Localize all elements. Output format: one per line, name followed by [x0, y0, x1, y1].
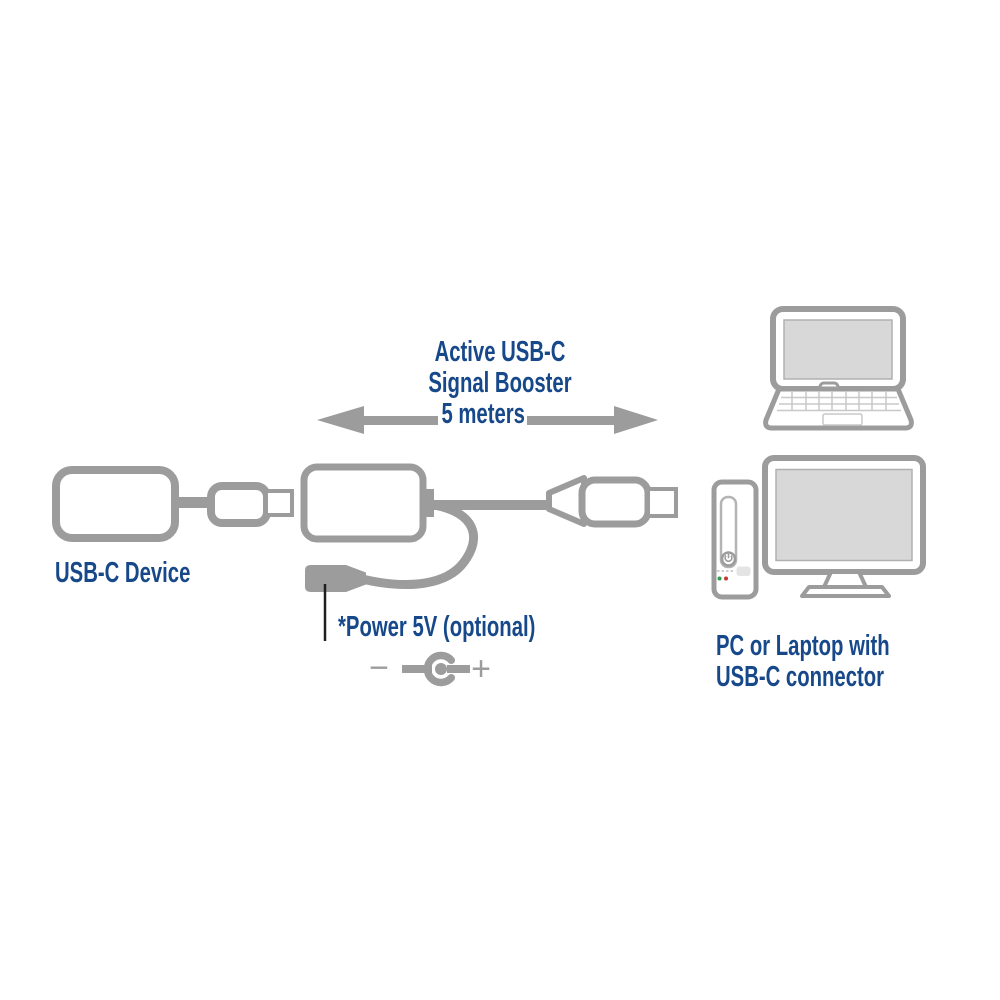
pc-label-line1: PC or Laptop with	[716, 630, 890, 662]
booster-label-line3: 5 meters	[441, 398, 525, 430]
led-green-icon	[717, 576, 722, 581]
signal-booster-assembly	[300, 463, 678, 641]
device-cable	[175, 497, 215, 508]
polarity-plus: +	[471, 650, 491, 688]
dc-polarity-center-positive-icon: − +	[369, 649, 491, 688]
barrel-ring	[423, 651, 456, 687]
double-headed-arrow-icon	[317, 406, 658, 434]
device-body	[52, 466, 179, 542]
booster-label: Active USB-C Signal Booster 5 meters	[388, 337, 612, 430]
laptop-keyboard	[777, 391, 901, 412]
dc-power-connector-icon	[305, 565, 366, 592]
power-glyph-arc	[724, 555, 733, 563]
pc-label: PC or Laptop with USB-C connector	[716, 631, 890, 693]
booster-output-stub	[421, 489, 434, 517]
polarity-minus: −	[369, 649, 389, 687]
center-pin	[435, 663, 447, 675]
usb-c-device-label: USB-C Device	[55, 557, 191, 589]
main-cable	[432, 500, 552, 510]
booster-label-line2: Signal Booster	[428, 367, 572, 399]
laptop-base	[763, 386, 914, 431]
arrow-shaft-left	[360, 416, 438, 425]
power-pigtail-cable	[353, 500, 478, 589]
usb-c-device-icon	[52, 466, 294, 542]
usb-c-plug-tip	[264, 489, 294, 517]
signal-booster-box-icon	[300, 463, 427, 543]
desktop-pc-icon	[711, 455, 926, 600]
monitor-stand-neck	[822, 570, 868, 589]
usb-c-plug-icon	[578, 476, 652, 528]
tower-front-slot	[719, 495, 738, 569]
pc-label-line2: USB-C connector	[716, 661, 885, 693]
arrowhead-left-icon	[317, 406, 364, 434]
monitor-screen	[775, 468, 913, 562]
monitor-stand-base	[800, 585, 891, 598]
laptop-trackpad	[822, 413, 863, 426]
tower-drive-button	[736, 566, 751, 576]
led-red-icon	[724, 576, 728, 581]
booster-label-line1: Active USB-C	[434, 336, 566, 368]
arrowhead-right-icon	[614, 406, 658, 434]
laptop-screen	[783, 319, 893, 380]
laptop-icon	[763, 306, 914, 431]
strain-relief	[546, 475, 587, 527]
arrow-shaft-right	[527, 416, 619, 425]
power-label: *Power 5V (optional)	[338, 611, 536, 643]
usb-c-plug-tip	[646, 487, 678, 518]
usb-c-plug-icon	[207, 482, 271, 527]
